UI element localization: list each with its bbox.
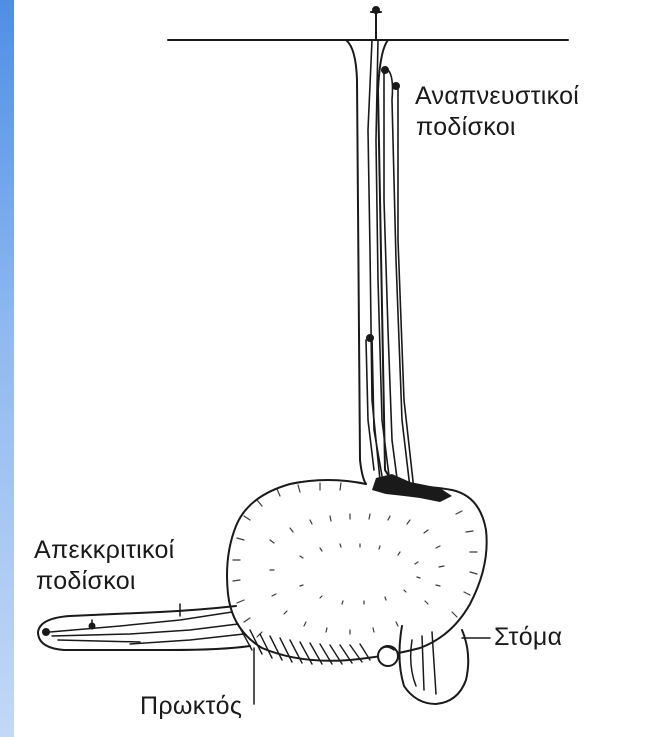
body-outline bbox=[227, 480, 487, 661]
label-excretory-feet-line1: Απεκκριτικοί bbox=[34, 535, 175, 565]
label-mouth: Στόμα bbox=[494, 622, 562, 652]
label-respiratory-feet-line2: ποδίσκοι bbox=[416, 112, 516, 142]
label-respiratory-feet-line1: Αναπνευστικοί bbox=[415, 81, 579, 111]
excretory-tube-feet bbox=[50, 604, 244, 644]
spine-texture bbox=[233, 483, 477, 637]
respiratory-tube-feet bbox=[366, 40, 414, 490]
label-anus: Πρωκτός bbox=[140, 691, 242, 721]
label-excretory-feet-line2: ποδίσκοι bbox=[36, 566, 136, 596]
tube-tip bbox=[371, 12, 381, 40]
